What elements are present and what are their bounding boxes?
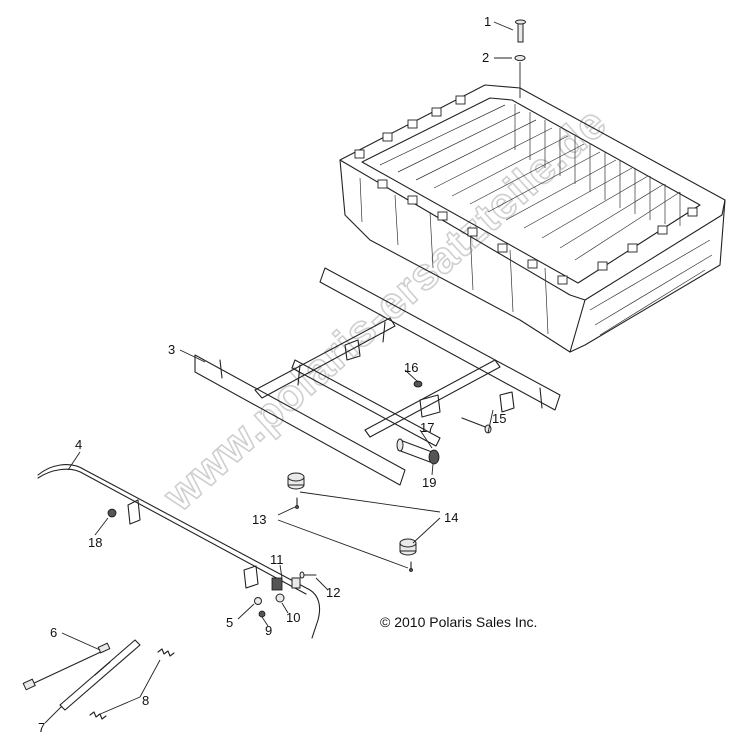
bushing-part-17 <box>396 438 433 463</box>
bolt-part-12 <box>299 571 317 579</box>
callout-13: 13 <box>252 512 266 527</box>
pin-part-6 <box>22 642 111 691</box>
latch-rod-part-4 <box>37 464 321 639</box>
bumper-part-14b <box>399 538 417 556</box>
callout-4: 4 <box>75 437 82 452</box>
washer-part-10 <box>275 593 285 603</box>
spring-part-8 <box>89 648 175 720</box>
callout-1: 1 <box>484 14 491 29</box>
cargo-box <box>339 84 726 353</box>
copyright-text: © 2010 Polaris Sales Inc. <box>380 614 537 630</box>
washer-part-2 <box>514 55 526 61</box>
callout-5: 5 <box>226 615 233 630</box>
bed-frame <box>194 267 561 486</box>
callout-19: 19 <box>422 475 436 490</box>
callout-9: 9 <box>265 623 272 638</box>
leader-lines <box>44 21 514 724</box>
callout-14: 14 <box>444 510 458 525</box>
callout-3: 3 <box>168 342 175 357</box>
callout-11: 11 <box>270 552 284 567</box>
screw-part-13a <box>295 497 299 509</box>
callout-18: 18 <box>88 535 102 550</box>
callout-15: 15 <box>492 411 506 426</box>
screw-part-13b <box>409 561 413 572</box>
nut-part-16 <box>413 380 423 388</box>
nut-part-9 <box>258 610 266 618</box>
callout-7: 7 <box>38 720 45 735</box>
callout-labels: 1 2 3 4 5 6 7 8 9 10 11 12 13 14 15 16 1… <box>38 14 506 735</box>
clamp-part-11 <box>271 577 301 591</box>
callout-8: 8 <box>142 693 149 708</box>
bolt-part-1 <box>515 19 526 43</box>
nut-part-5 <box>254 597 262 605</box>
callout-16: 16 <box>404 360 418 375</box>
bolt-part-15 <box>461 417 492 434</box>
bumper-part-14a <box>287 472 305 490</box>
callout-17: 17 <box>420 420 434 435</box>
nut-part-18 <box>107 508 117 518</box>
callout-12: 12 <box>326 585 340 600</box>
callout-6: 6 <box>50 625 57 640</box>
callout-10: 10 <box>286 610 300 625</box>
callout-2: 2 <box>482 50 489 65</box>
handle-part-7 <box>59 639 141 711</box>
bushing-part-19 <box>428 449 440 465</box>
